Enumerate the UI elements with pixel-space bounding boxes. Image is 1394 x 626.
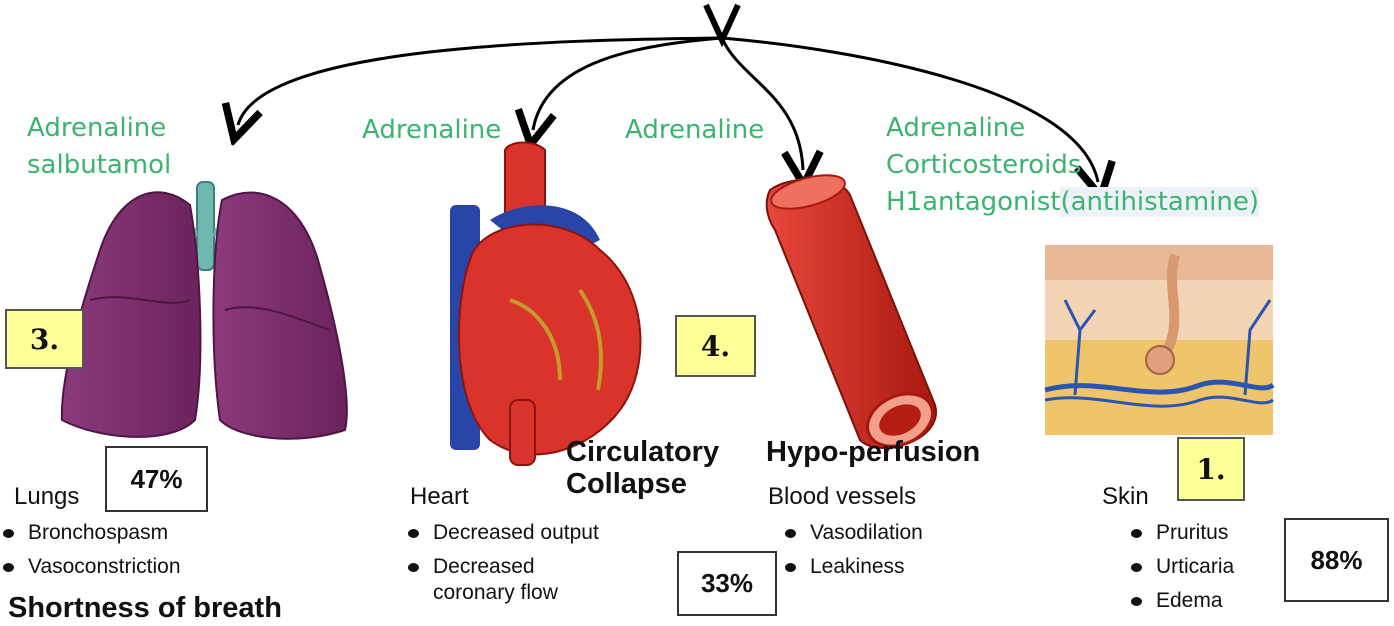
vessels-bullet-1: Vasodilation [782,516,923,550]
skin-illustration [1045,245,1273,435]
drug-heart: Adrenaline [362,112,501,149]
drug-skin-line2: Corticosteroids [886,147,1259,184]
skin-bullet-3: Edema [1128,584,1234,618]
lungs-caption: Shortness of breath [8,592,282,624]
heart-bullet-2-line1: Decreased [433,555,535,578]
drug-label-lungs: Adrenaline salbutamol [27,110,171,184]
lungs-bullet-2: Vasoconstriction [0,550,181,584]
heart-illustration [450,143,640,466]
lungs-bullet-1: Bronchospasm [0,516,181,550]
top-arrow-icon [706,5,738,40]
vessels-bullet-list: Vasodilation Leakiness [782,516,923,584]
skin-bullet-2: Urticaria [1128,550,1234,584]
heart-caption: Circulatory Collapse [566,436,719,500]
skin-organ-label: Skin [1102,483,1149,511]
drug-label-skin: Adrenaline Corticosteroids H1antagonist(… [886,110,1259,221]
lungs-bullet-list: Bronchospasm Vasoconstriction [0,516,181,584]
heart-number-badge: 4. [675,315,756,377]
lungs-illustration [62,182,347,439]
skin-bullet-list: Pruritus Urticaria Edema [1128,516,1234,618]
vessels-organ-label: Blood vessels [768,483,916,511]
drug-skin-line3: H1antagonist(antihistamine) [886,184,1259,221]
heart-bullet-2: Decreased coronary flow [405,550,599,606]
heart-bullet-2-line2: coronary flow [433,581,558,604]
lungs-organ-label: Lungs [14,483,79,511]
drug-lungs-line1: Adrenaline [27,110,171,147]
drug-skin-line3b: (antihistamine) [1060,187,1259,217]
skin-bullet-1: Pruritus [1128,516,1234,550]
skin-percent-box: 88% [1284,518,1389,602]
lungs-percent-box: 47% [105,446,208,512]
heart-bullet-1: Decreased output [405,516,599,550]
drug-skin-line3a: H1antagonist [886,187,1060,217]
vessels-bullet-2: Leakiness [782,550,923,584]
vessels-caption: Hypo-perfusion [766,436,980,468]
drug-vessels: Adrenaline [625,112,764,149]
heart-bullet-list: Decreased output Decreased coronary flow [405,516,599,606]
drug-skin-line1: Adrenaline [886,110,1259,147]
skin-number-badge: 1. [1177,437,1245,501]
drug-lungs-line2: salbutamol [27,147,171,184]
heart-organ-label: Heart [410,483,469,511]
heart-caption-line1: Circulatory [566,436,719,468]
lungs-number-badge: 3. [5,309,84,369]
heart-caption-line2: Collapse [566,468,719,500]
heart-percent-box: 33% [677,551,777,616]
